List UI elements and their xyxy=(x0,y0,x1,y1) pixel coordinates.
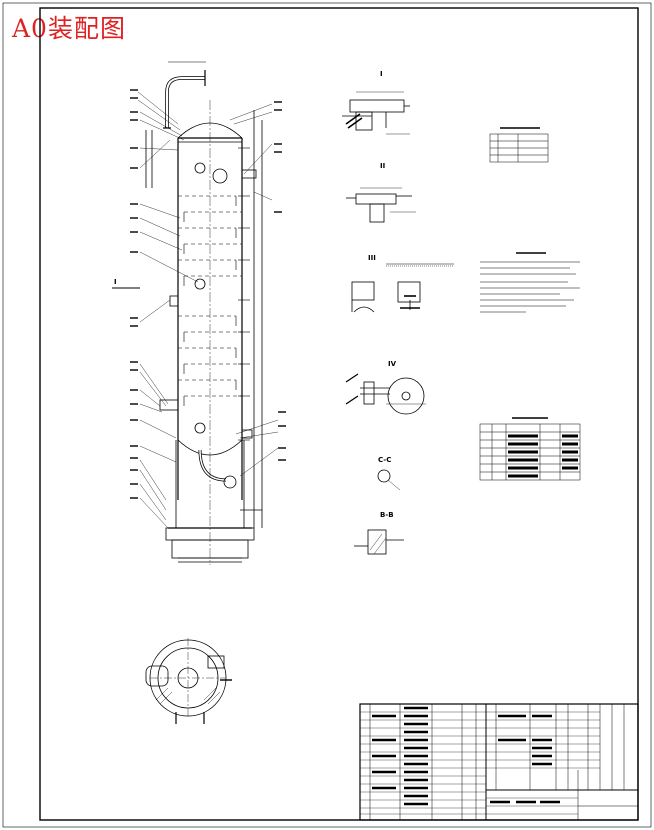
detail-iii-label: III xyxy=(368,254,376,262)
parts-list-fill xyxy=(372,706,560,806)
drawing-title: A0装配图 xyxy=(12,14,126,43)
section-bb-hatch xyxy=(369,533,387,555)
detail-iv-hatch xyxy=(345,373,359,405)
section-bb-label: B-B xyxy=(380,511,394,519)
detail-iv-label: IV xyxy=(388,360,397,368)
detail-i-view xyxy=(342,91,410,135)
parts-list-rows xyxy=(360,711,600,815)
view-i-marker: I xyxy=(114,278,117,286)
nozzle-table xyxy=(479,417,581,481)
nozzle-table-fill xyxy=(508,434,578,478)
detail-ii-label: II xyxy=(380,162,385,170)
technical-requirements-notes xyxy=(480,252,580,313)
parts-list-and-title-block xyxy=(359,703,639,821)
detail-iii-note-lines xyxy=(386,263,454,267)
detail-i-label: I xyxy=(380,70,383,78)
detail-iii-view xyxy=(351,281,421,313)
section-cc-label: C-C xyxy=(378,456,391,464)
section-cc-view xyxy=(377,469,401,491)
section-bb-view xyxy=(354,529,404,555)
column-plan-view xyxy=(145,638,232,724)
inner-border xyxy=(39,7,639,821)
detail-i-hatch xyxy=(345,113,363,129)
height-dimension-ticks xyxy=(238,147,250,441)
tray-downcomers xyxy=(183,196,237,406)
column-trays xyxy=(178,195,242,397)
detail-ii-view xyxy=(346,187,416,223)
column-main-view xyxy=(145,70,263,563)
part-number-marks xyxy=(130,89,286,499)
detail-iv-view xyxy=(360,377,426,415)
characteristics-table xyxy=(489,127,549,163)
part-leader-lines xyxy=(137,91,279,529)
plan-view-hatch xyxy=(155,687,221,705)
